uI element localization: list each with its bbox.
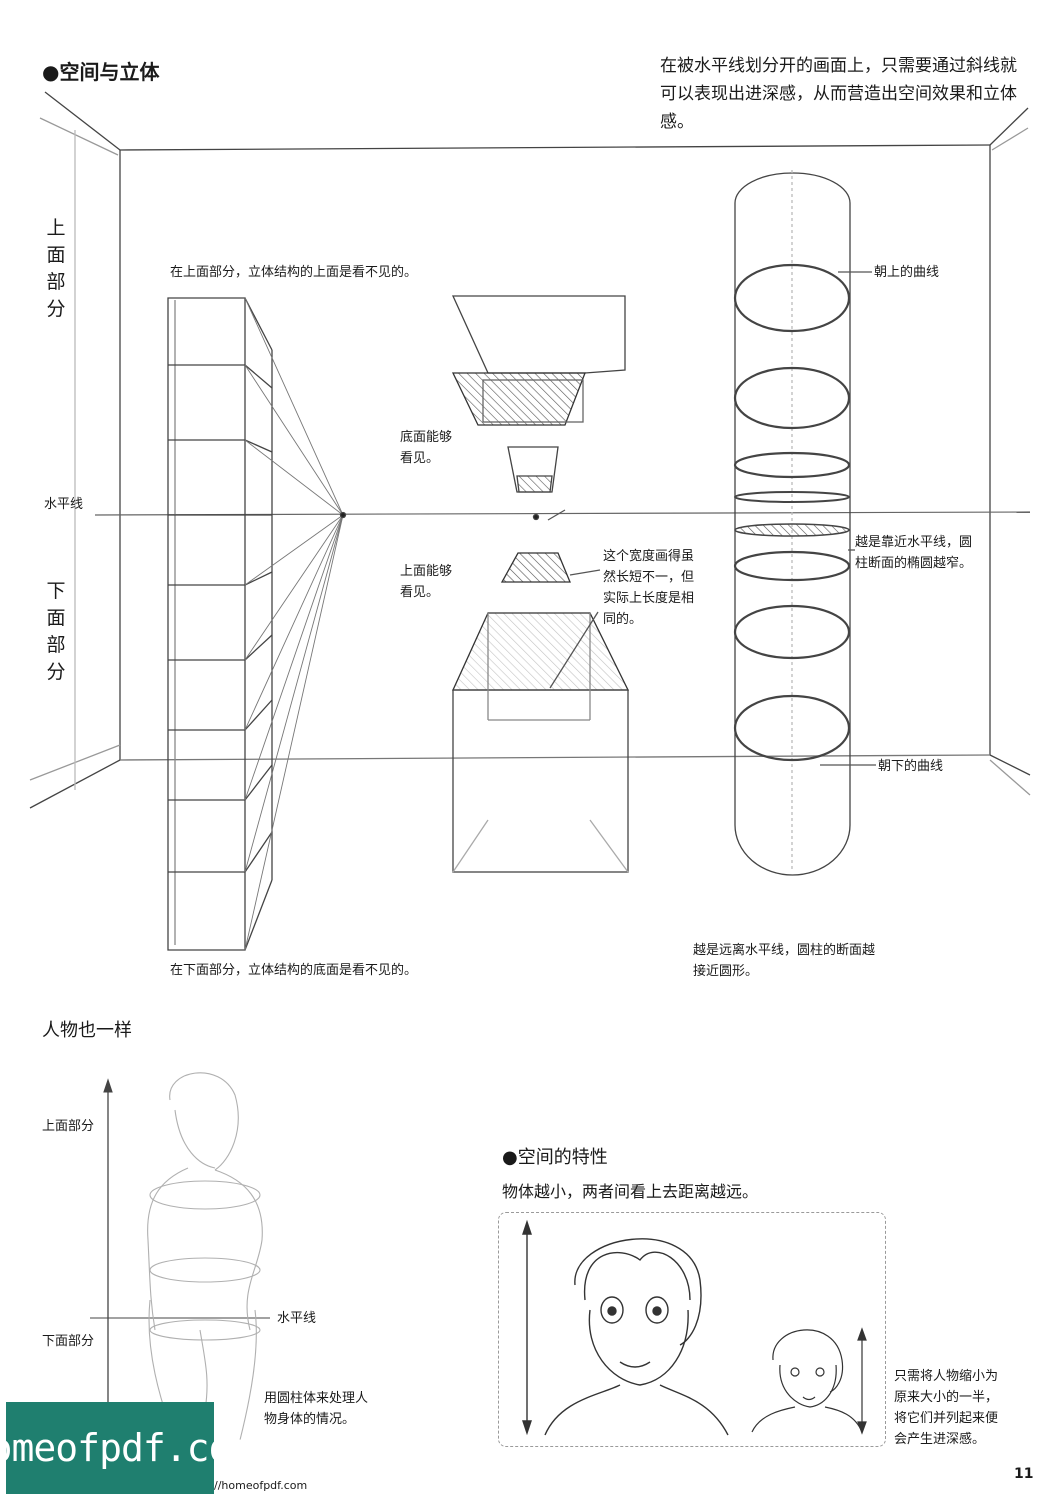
cylinder-drawing [735,170,876,875]
top-visible-note: 上面能够 看见。 [400,561,452,603]
figure-cylinder-note: 用圆柱体来处理人 物身体的情况。 [264,1388,368,1430]
shelf-drawing [168,298,346,950]
ellipse-narrow-note: 越是靠近水平线，圆 柱断面的椭圆越窄。 [855,532,972,574]
bottom-visible-note: 底面能够 看见。 [400,427,452,469]
section-title: ●空间与立体 [42,56,159,85]
figure-upper-label: 上面部分 [42,1116,94,1137]
curve-down-note: 朝下的曲线 [878,756,943,777]
footer-url[interactable]: //homeofpdf.com [214,1479,307,1492]
brand-logo[interactable]: homeofpdf.com [6,1402,214,1494]
comparison-panel [498,1212,886,1447]
upper-part-label: 上 面 部 分 [44,215,68,323]
page-number: 11 [1014,1466,1033,1482]
space-section-title: ●空间的特性 [502,1143,608,1169]
space-section-subtitle: 物体越小，两者间看上去距离越远。 [502,1178,758,1202]
half-size-note: 只需将人物缩小为 原来大小的一半， 将它们并列起来便 会产生进深感。 [894,1366,998,1450]
figure-lower-label: 下面部分 [42,1331,94,1352]
figure-section-title: 人物也一样 [42,1016,132,1042]
figure-horizon-label: 水平线 [277,1308,316,1329]
upper-top-hidden-note: 在上面部分，立体结构的上面是看不见的。 [170,262,417,283]
lower-bottom-hidden-note: 在下面部分，立体结构的底面是看不见的。 [170,960,417,981]
center-shapes [453,296,628,872]
room-lines [30,92,1030,808]
curve-up-note: 朝上的曲线 [874,262,939,283]
figure-sketch [90,1073,270,1440]
lower-part-label: 下 面 部 分 [44,578,68,686]
horizon-label: 水平线 [44,494,83,515]
intro-text: 在被水平线划分开的画面上，只需要通过斜线就可以表现出进深感，从而营造出空间效果和… [660,52,1020,136]
width-note: 这个宽度画得虽 然长短不一，但 实际上长度是相 同的。 [603,546,694,630]
far-circle-note: 越是远离水平线，圆柱的断面越 接近圆形。 [693,940,875,982]
